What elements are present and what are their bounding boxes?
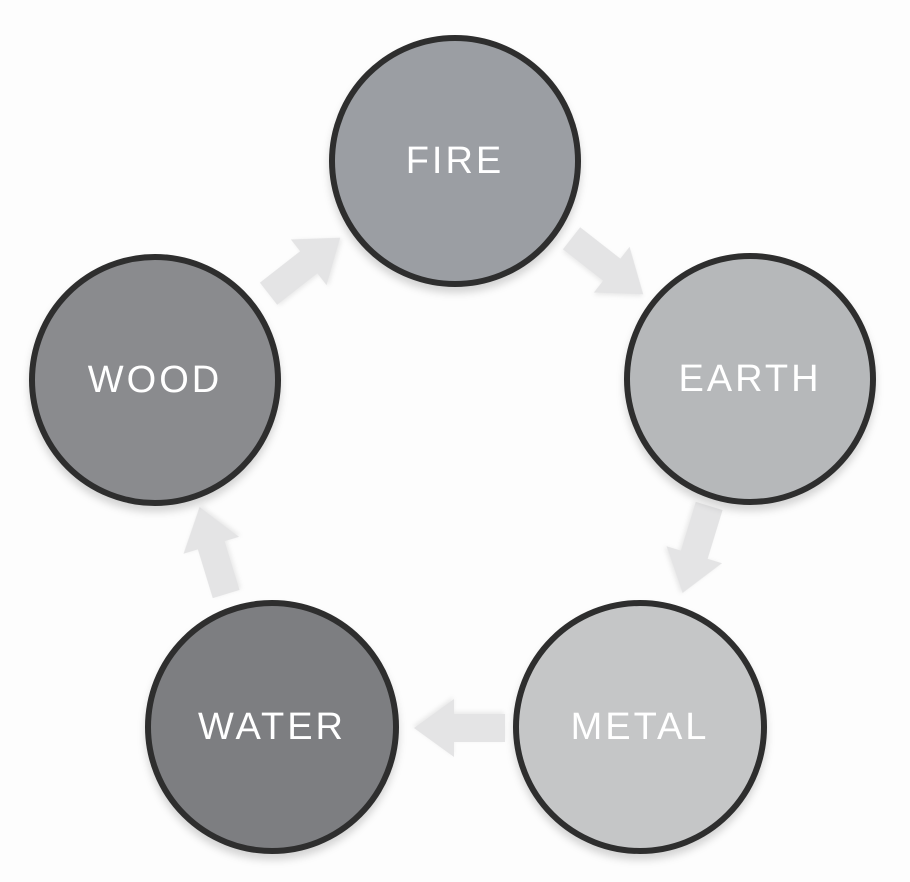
- metal-label: METAL: [571, 706, 710, 748]
- node-water: WATER: [145, 600, 399, 854]
- water-circle: [145, 600, 399, 854]
- water-label: WATER: [198, 706, 346, 748]
- earth-label: EARTH: [678, 358, 821, 400]
- arrow-wood-to-fire-icon: [259, 237, 341, 305]
- node-earth: EARTH: [624, 253, 876, 505]
- arrow-water-to-wood-icon: [183, 507, 240, 599]
- node-fire: FIRE: [329, 35, 581, 287]
- arrow-earth-to-metal-icon: [666, 501, 723, 593]
- earth-circle: [624, 253, 876, 505]
- arrow-metal-to-water-icon: [414, 699, 505, 757]
- node-wood: WOOD: [29, 254, 281, 506]
- wood-label: WOOD: [88, 359, 222, 401]
- wood-circle: [29, 254, 281, 506]
- node-metal: METAL: [513, 600, 767, 854]
- fire-circle: [329, 35, 581, 287]
- fire-label: FIRE: [406, 140, 505, 182]
- cycle-arrows: [183, 227, 723, 757]
- arrow-fire-to-earth-icon: [562, 227, 644, 295]
- metal-circle: [513, 600, 767, 854]
